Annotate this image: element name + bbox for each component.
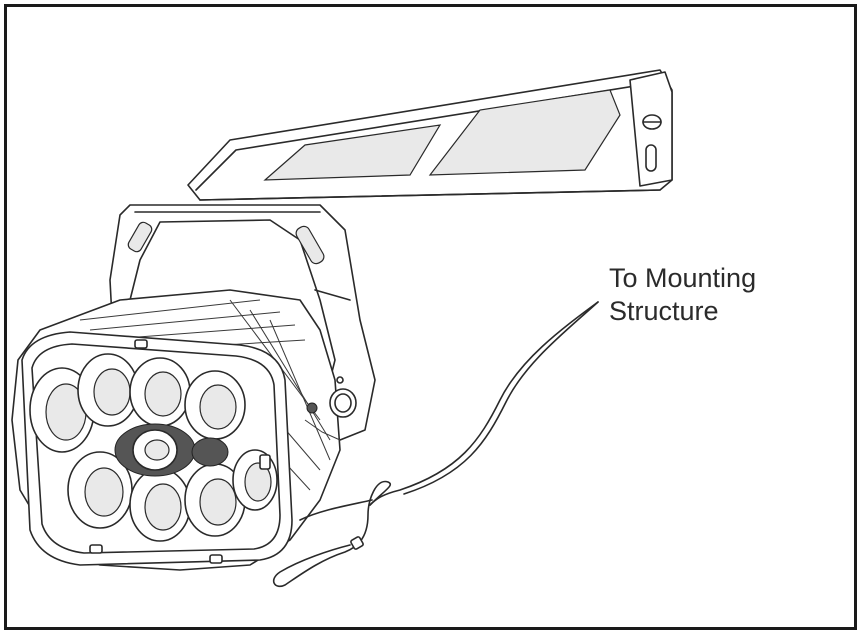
callout-label: To Mounting Structure [609, 262, 756, 328]
safety-cable [272, 301, 599, 588]
mounting-arm [187, 69, 673, 201]
fixture-body [11, 289, 341, 571]
callout-line-1: To Mounting [609, 263, 757, 293]
lens-array [29, 353, 278, 542]
callout-line-2: Structure [609, 296, 719, 326]
tilt-knob [304, 376, 357, 441]
